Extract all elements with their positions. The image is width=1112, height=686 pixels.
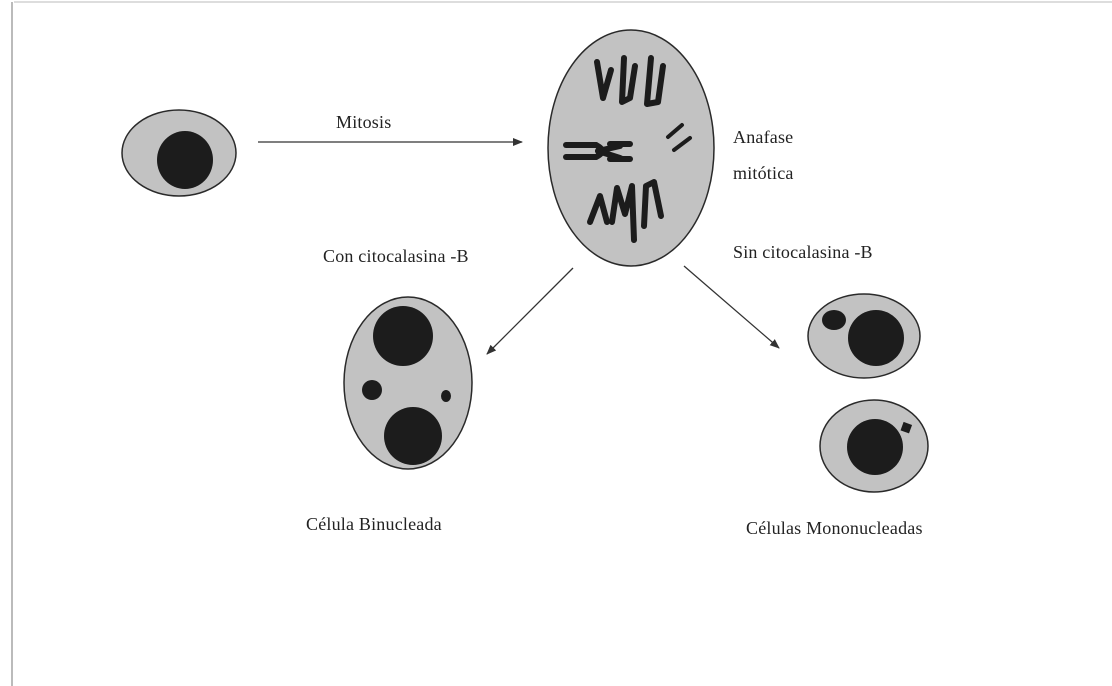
nucleus-top xyxy=(373,306,433,366)
micronucleus-right xyxy=(441,390,451,402)
binucleated-cell xyxy=(344,297,472,469)
mononucleated-cell-2 xyxy=(820,400,928,492)
label-without-cytochalasin: Sin citocalasina -B xyxy=(733,242,873,263)
label-binucleated: Célula Binucleada xyxy=(306,514,442,535)
nucleus-main-1 xyxy=(848,310,904,366)
parent-nucleus xyxy=(157,131,213,189)
label-anaphase-line1: Anafase xyxy=(733,127,793,148)
nucleus-main-2 xyxy=(847,419,903,475)
anaphase-cell xyxy=(548,30,714,266)
micronucleus-left xyxy=(362,380,382,400)
micronucleus-1 xyxy=(822,310,846,330)
nucleus-bottom xyxy=(384,407,442,465)
mononucleated-cell-1 xyxy=(808,294,920,378)
label-anaphase-line2: mitótica xyxy=(733,163,794,184)
parent-cell xyxy=(122,110,236,196)
arrow-to-mononucleated xyxy=(684,266,779,348)
label-with-cytochalasin: Con citocalasina -B xyxy=(323,246,469,267)
label-mononucleated: Células Mononucleadas xyxy=(746,518,923,539)
arrow-to-binucleated xyxy=(487,268,573,354)
label-mitosis: Mitosis xyxy=(336,112,391,133)
